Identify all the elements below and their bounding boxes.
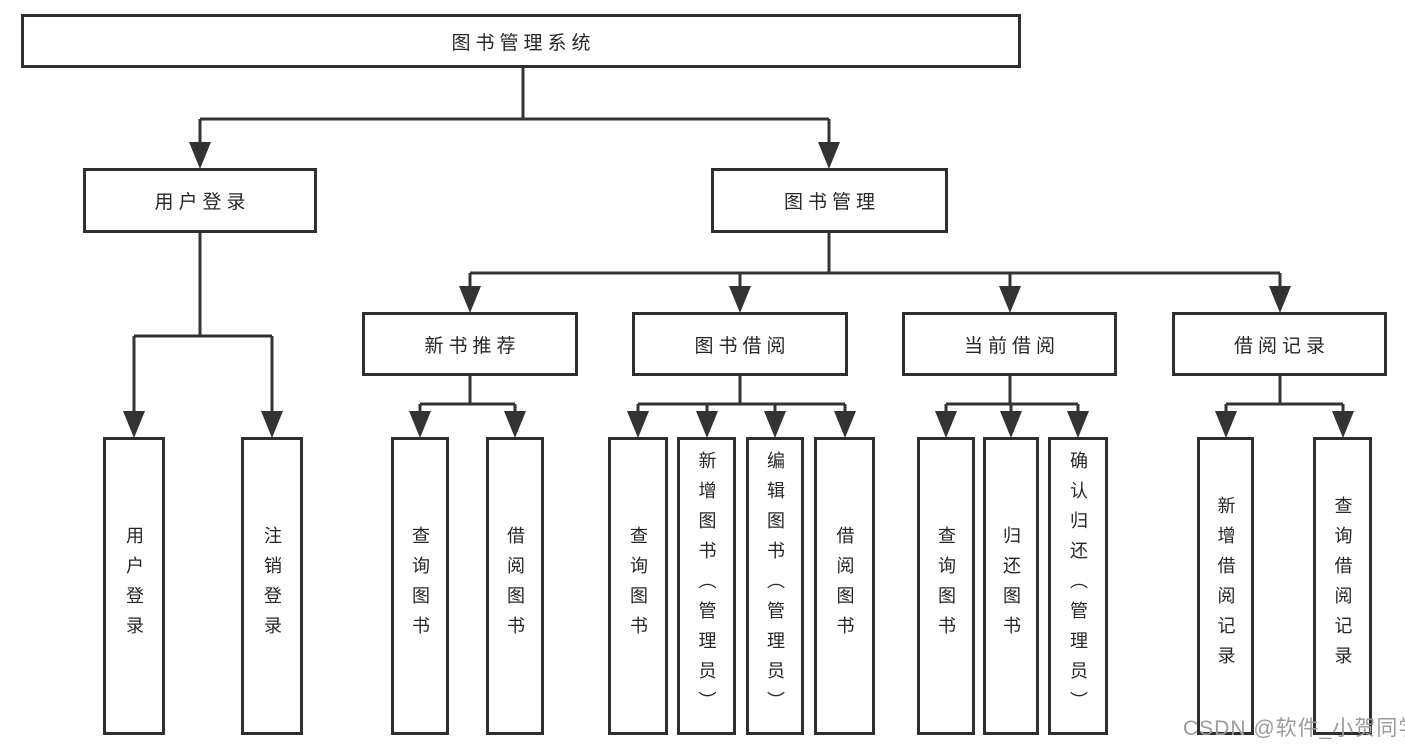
node-current-borrow: 当前借阅 xyxy=(902,312,1117,376)
leaf-add-book-admin-label: 新增图书（管理员） xyxy=(696,451,717,721)
leaf-borrow-book-1: 借阅图书 xyxy=(486,437,544,735)
node-user-login: 用户登录 xyxy=(83,168,317,233)
leaf-add-book-admin: 新增图书（管理员） xyxy=(677,437,736,735)
leaf-confirm-return-admin-label: 确认归还（管理员） xyxy=(1068,451,1088,721)
leaf-query-book-3-label: 查询图书 xyxy=(936,526,956,646)
leaf-query-book-1: 查询图书 xyxy=(391,437,449,735)
watermark: CSDN @软件_小贺同学 xyxy=(1183,717,1405,740)
leaf-user-login: 用户登录 xyxy=(103,437,165,735)
leaf-logout-label: 注销登录 xyxy=(262,526,282,646)
tree-connector-paths xyxy=(132,68,1345,413)
leaf-logout: 注销登录 xyxy=(241,437,303,735)
leaf-return-book: 归还图书 xyxy=(983,437,1039,735)
arrowheads xyxy=(123,142,1354,438)
leaf-query-borrow-record-label: 查询借阅记录 xyxy=(1332,496,1353,676)
leaf-query-book-3: 查询图书 xyxy=(917,437,975,735)
leaf-query-borrow-record: 查询借阅记录 xyxy=(1313,437,1372,735)
leaf-edit-book-admin-label: 编辑图书（管理员） xyxy=(765,451,785,721)
node-borrow-records: 借阅记录 xyxy=(1172,312,1387,376)
leaf-edit-book-admin: 编辑图书（管理员） xyxy=(746,437,804,735)
leaf-query-book-2: 查询图书 xyxy=(608,437,668,735)
leaf-borrow-book-2-label: 借阅图书 xyxy=(834,526,855,646)
node-new-book-recommend: 新书推荐 xyxy=(362,312,578,376)
leaf-query-book-2-label: 查询图书 xyxy=(628,526,648,646)
leaf-borrow-book-2: 借阅图书 xyxy=(814,437,875,735)
root-node: 图书管理系统 xyxy=(21,14,1021,68)
node-book-borrow: 图书借阅 xyxy=(632,312,848,376)
leaf-return-book-label: 归还图书 xyxy=(1001,526,1021,646)
leaf-borrow-book-1-label: 借阅图书 xyxy=(505,526,525,646)
leaf-confirm-return-admin: 确认归还（管理员） xyxy=(1048,437,1108,735)
leaf-user-login-label: 用户登录 xyxy=(124,526,144,646)
leaf-add-borrow-record-label: 新增借阅记录 xyxy=(1215,496,1236,676)
leaf-add-borrow-record: 新增借阅记录 xyxy=(1197,437,1254,735)
node-book-management: 图书管理 xyxy=(711,168,948,233)
leaf-query-book-1-label: 查询图书 xyxy=(410,526,430,646)
